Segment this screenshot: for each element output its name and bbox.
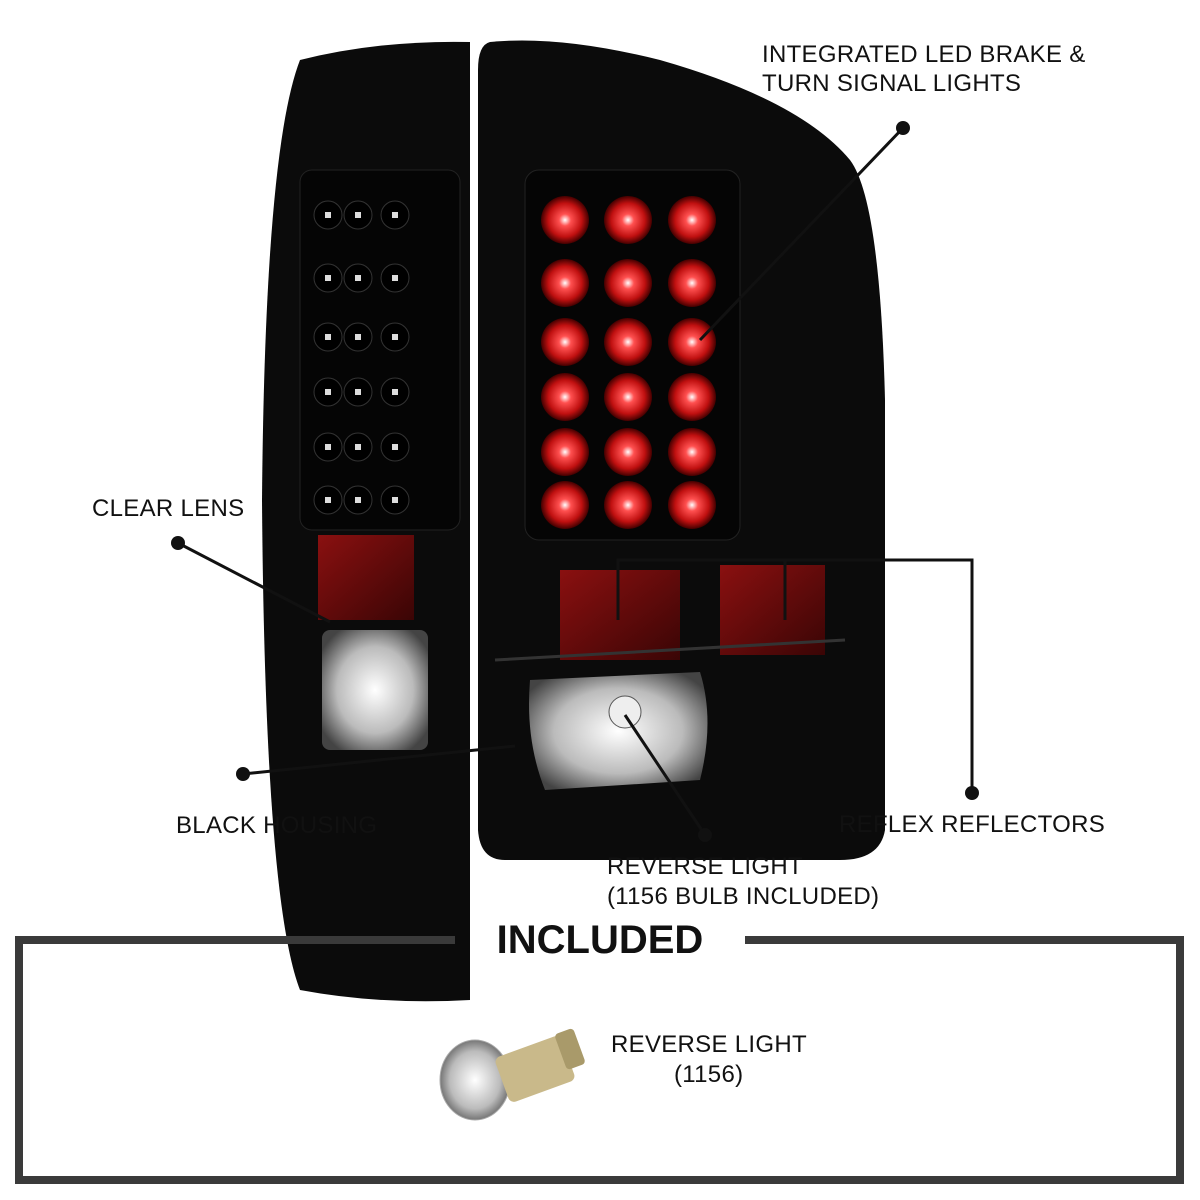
right-reflector-2: [720, 565, 825, 655]
led-chip: [325, 444, 331, 450]
callout-led-line2: TURN SIGNAL LIGHTS: [762, 70, 1022, 97]
left-clear-lens: [322, 630, 428, 750]
callout-clear-lens: CLEAR LENS: [92, 495, 245, 522]
callout-dot: [896, 121, 910, 135]
led-lit: [604, 373, 652, 421]
led-chip: [355, 334, 361, 340]
callout-reverse-line1: REVERSE LIGHT: [607, 853, 803, 880]
led-chip: [355, 444, 361, 450]
callout-dot: [171, 536, 185, 550]
led-lit: [668, 428, 716, 476]
callout-line-black-housing: [242, 744, 516, 776]
callout-black-housing: BLACK HOUSING: [176, 812, 378, 839]
led-chip: [392, 444, 398, 450]
led-chip: [392, 275, 398, 281]
led-lit: [604, 318, 652, 366]
callout-line-clear-lens: [177, 541, 331, 624]
included-title: INCLUDED: [496, 918, 704, 962]
led-chip: [355, 212, 361, 218]
led-chip: [355, 389, 361, 395]
callout-led-line1: INTEGRATED LED BRAKE &: [762, 41, 1086, 68]
led-lit: [604, 196, 652, 244]
included-box-top-right: [745, 936, 1184, 944]
included-box-top-left: [15, 936, 455, 944]
led-lit: [668, 373, 716, 421]
callout-dot: [965, 786, 979, 800]
right-clear-lens: [529, 672, 708, 790]
led-lit: [541, 373, 589, 421]
led-lit: [541, 318, 589, 366]
right-reflector-1: [560, 570, 680, 660]
included-item-line1: REVERSE LIGHT: [611, 1031, 807, 1058]
led-lit: [541, 481, 589, 529]
callout-reflex-reflectors: REFLEX REFLECTORS: [839, 811, 1106, 838]
led-lit: [668, 318, 716, 366]
callout-line-led: [698, 126, 905, 342]
included-item-line2: (1156): [674, 1061, 744, 1088]
callout-dot: [236, 767, 250, 781]
led-lit: [541, 428, 589, 476]
led-lit: [541, 196, 589, 244]
included-bulb-image: [439, 1028, 585, 1121]
led-lit: [604, 428, 652, 476]
led-chip: [392, 389, 398, 395]
led-chip: [325, 275, 331, 281]
led-lit: [668, 481, 716, 529]
callout-reverse-line2: (1156 BULB INCLUDED): [607, 883, 880, 910]
led-chip: [392, 212, 398, 218]
led-lit: [604, 481, 652, 529]
included-box: [15, 936, 1184, 1184]
led-lit: [668, 259, 716, 307]
led-chip: [355, 497, 361, 503]
led-chip: [355, 275, 361, 281]
callout-dot: [698, 828, 712, 842]
led-lit: [541, 259, 589, 307]
led-lit: [604, 259, 652, 307]
left-reflector: [318, 535, 414, 620]
led-chip: [325, 497, 331, 503]
bulb: [608, 695, 642, 729]
right-taillight: [478, 40, 885, 860]
callout-line-reverse: [623, 714, 707, 836]
led-chip: [325, 334, 331, 340]
led-chip: [325, 389, 331, 395]
led-chip: [392, 334, 398, 340]
led-chip: [392, 497, 398, 503]
led-lit: [668, 196, 716, 244]
led-chip: [325, 212, 331, 218]
callout-line-reflex: [616, 558, 974, 793]
left-taillight: [262, 41, 470, 1002]
